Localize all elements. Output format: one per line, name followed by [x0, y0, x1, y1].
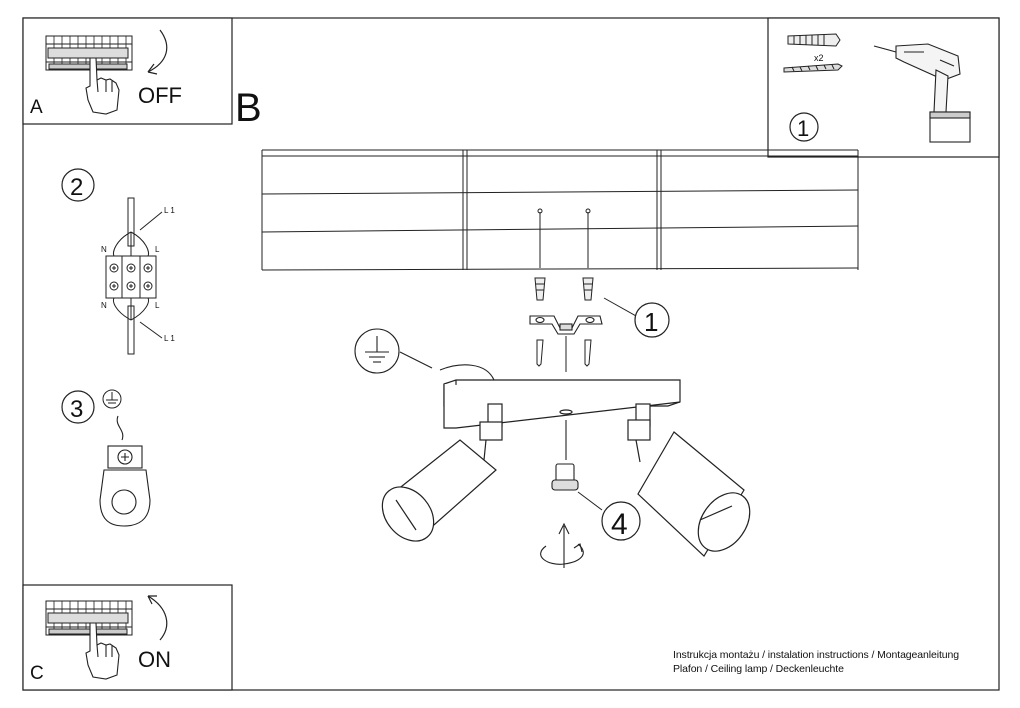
footer-line-1: Instrukcja montażu / instalation instruc…: [673, 649, 960, 661]
hand-icon: [85, 622, 120, 680]
lamp-base-plate: [443, 379, 681, 429]
rotate-arrow-icon: [540, 522, 584, 568]
wire-label-l-bottom: L: [155, 301, 160, 310]
mounting-bracket: [529, 315, 603, 335]
wire-label-n-top: N: [101, 245, 107, 254]
power-on-label: ON: [138, 647, 171, 672]
earth-terminal: [99, 415, 151, 527]
screw-leader: [577, 491, 603, 511]
arrow-down-icon: [147, 29, 168, 75]
right-spotlight: [627, 403, 751, 557]
step-3-earth: 3: [61, 389, 151, 527]
step-2-number: 2: [70, 174, 83, 201]
wire-label-l1-bottom: L 1: [164, 334, 175, 343]
step-1-number: 1: [797, 116, 809, 141]
panel-tools: x2 1: [767, 17, 1000, 158]
left-spotlight: [381, 403, 503, 542]
panel-a-power-off: A OFF: [22, 17, 233, 125]
hand-icon: [85, 57, 120, 115]
outer-frame: [22, 17, 1000, 691]
breaker-box-icon: [45, 35, 133, 71]
panel-b-letter: B: [235, 86, 262, 130]
anchor-quantity: x2: [814, 53, 824, 63]
power-off-label: OFF: [138, 83, 182, 108]
step-2-badge: [61, 168, 95, 202]
panel-c-power-on: C ON: [22, 584, 233, 691]
wire-label-l1-top: L 1: [164, 206, 175, 215]
wall-plugs: [534, 277, 594, 301]
centre-screw: [551, 420, 579, 491]
wall-anchor-icon: [787, 33, 841, 47]
panel-c-letter: C: [30, 663, 44, 684]
drill-icon: [873, 43, 971, 143]
breaker-box-icon: [45, 600, 133, 636]
panel-a-letter: A: [30, 97, 43, 118]
step-3-number: 3: [70, 396, 83, 423]
screw-icon: [783, 63, 843, 73]
bracket-leader: [603, 297, 637, 317]
drill-holes: [537, 208, 591, 268]
step-bracket-badge: [634, 302, 670, 338]
arrow-up-icon: [147, 595, 168, 641]
footer-line-2: Plafon / Ceiling lamp / Deckenleuchte: [673, 663, 844, 675]
wire-label-l-top: L: [155, 245, 160, 254]
step-3-badge: [61, 390, 95, 424]
step-1-badge: [789, 112, 819, 142]
bracket-screws: [536, 336, 592, 372]
step-bracket-number: 1: [644, 307, 658, 337]
footer-caption: Instrukcja montażu / instalation instruc…: [673, 648, 959, 676]
step-2-wiring: 2 L 1 N L N L L 1: [61, 168, 175, 355]
earth-callout: [354, 328, 495, 381]
earth-symbol-icon: [102, 389, 122, 409]
ceiling-section: [261, 149, 859, 271]
step-screw-badge: [601, 501, 641, 541]
terminal-block: [105, 197, 163, 355]
wire-label-n-bottom: N: [101, 301, 107, 310]
step-screw-number: 4: [611, 508, 628, 541]
